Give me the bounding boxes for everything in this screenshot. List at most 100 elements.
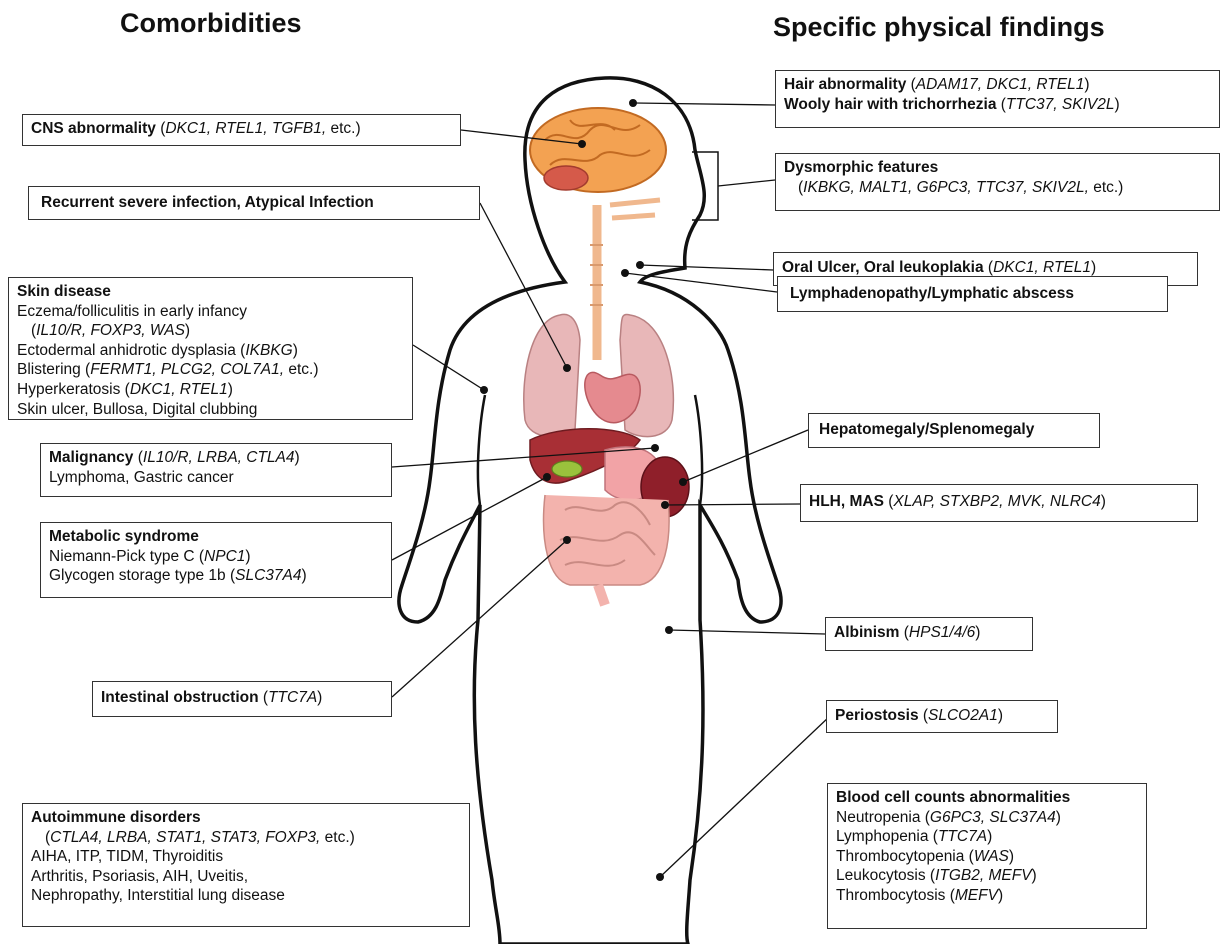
autoimmune-disorders-box: Autoimmune disorders (CTLA4, LRBA, STAT1… bbox=[22, 803, 470, 927]
paren: ( bbox=[133, 449, 142, 466]
intestinal-genes: TTC7A bbox=[268, 689, 317, 706]
paren: ( bbox=[899, 624, 908, 641]
gallbladder-illustration bbox=[552, 461, 582, 477]
lymph-title: Lymphadenopathy/Lymphatic abscess bbox=[786, 281, 1159, 304]
paren: ) bbox=[1084, 76, 1089, 93]
metabolic-genes: NPC1 bbox=[204, 548, 245, 565]
brain-illustration bbox=[530, 108, 666, 192]
paren: ) bbox=[228, 381, 233, 398]
oral-title: Oral Ulcer, Oral leukoplakia bbox=[782, 259, 984, 276]
blood-line: Leukocytosis ( bbox=[836, 867, 935, 884]
skin-line: Ectodermal anhidrotic dysplasia ( bbox=[17, 342, 245, 359]
paren: etc.) bbox=[284, 361, 318, 378]
dysmorphic-features-box: Dysmorphic features (IKBKG, MALT1, G6PC3… bbox=[775, 153, 1220, 211]
albinism-title: Albinism bbox=[834, 624, 899, 641]
blood-genes: TTC7A bbox=[938, 828, 987, 845]
cns-title: CNS abnormality bbox=[31, 120, 156, 137]
autoimmune-line: Arthritis, Psoriasis, AIH, Uveitis, bbox=[31, 867, 461, 887]
paren: ) bbox=[987, 828, 992, 845]
autoimmune-title: Autoimmune disorders bbox=[31, 808, 461, 828]
malignancy-line: Lymphoma, Gastric cancer bbox=[49, 468, 383, 488]
malignancy-box: Malignancy (IL10/R, LRBA, CTLA4) Lymphom… bbox=[40, 443, 392, 497]
malignancy-title: Malignancy bbox=[49, 449, 133, 466]
skin-genes: IL10/R, FOXP3, WAS bbox=[36, 322, 185, 339]
skin-title: Skin disease bbox=[17, 282, 404, 302]
paren: etc.) bbox=[320, 829, 354, 846]
hair-title: Hair abnormality bbox=[784, 76, 906, 93]
paren: ) bbox=[293, 342, 298, 359]
blood-genes: G6PC3, SLC37A4 bbox=[930, 809, 1056, 826]
skin-genes: FERMT1, PLCG2, COL7A1, bbox=[90, 361, 284, 378]
albinism-box: Albinism (HPS1/4/6) bbox=[825, 617, 1033, 651]
paren: ) bbox=[317, 689, 322, 706]
skin-disease-box: Skin disease Eczema/folliculitis in earl… bbox=[8, 277, 413, 420]
autoimmune-line: Nephropathy, Interstitial lung disease bbox=[31, 886, 461, 906]
paren: ( bbox=[884, 493, 893, 510]
paren: ) bbox=[301, 567, 306, 584]
periostosis-title: Periostosis bbox=[835, 707, 919, 724]
oral-genes: DKC1, RTEL1 bbox=[993, 259, 1091, 276]
paren: ) bbox=[295, 449, 300, 466]
paren: ) bbox=[1056, 809, 1061, 826]
skin-line: Skin ulcer, Bullosa, Digital clubbing bbox=[17, 400, 404, 420]
hepato-title: Hepatomegaly/Splenomegaly bbox=[817, 418, 1091, 440]
skin-genes: IKBKG bbox=[245, 342, 292, 359]
metabolic-syndrome-box: Metabolic syndrome Niemann-Pick type C (… bbox=[40, 522, 392, 598]
autoimmune-genes: CTLA4, LRBA, STAT1, STAT3, FOXP3, bbox=[50, 829, 320, 846]
paren: ( bbox=[996, 96, 1005, 113]
albinism-genes: HPS1/4/6 bbox=[909, 624, 975, 641]
paren: ) bbox=[975, 624, 980, 641]
hlh-mas-box: HLH, MAS (XLAP, STXBP2, MVK, NLRC4) bbox=[800, 484, 1198, 522]
blood-genes: WAS bbox=[974, 848, 1009, 865]
wooly-hair-genes: TTC37, SKIV2L bbox=[1006, 96, 1115, 113]
paren: ( bbox=[259, 689, 268, 706]
blood-title: Blood cell counts abnormalities bbox=[836, 788, 1138, 808]
paren: ( bbox=[919, 707, 928, 724]
malignancy-genes: IL10/R, LRBA, CTLA4 bbox=[143, 449, 295, 466]
blood-line: Thrombocytopenia ( bbox=[836, 848, 974, 865]
intestines-illustration bbox=[544, 495, 669, 605]
infection-title: Recurrent severe infection, Atypical Inf… bbox=[37, 191, 471, 213]
cns-genes: DKC1, RTEL1, TGFB1, bbox=[165, 120, 326, 137]
paren: ) bbox=[185, 322, 190, 339]
hepatomegaly-box: Hepatomegaly/Splenomegaly bbox=[808, 413, 1100, 448]
blood-line: Neutropenia ( bbox=[836, 809, 930, 826]
paren: ) bbox=[998, 707, 1003, 724]
paren: etc.) bbox=[326, 120, 360, 137]
cns-abnormality-box: CNS abnormality (DKC1, RTEL1, TGFB1, etc… bbox=[22, 114, 461, 146]
skin-line: Hyperkeratosis ( bbox=[17, 381, 130, 398]
wooly-hair-title: Wooly hair with trichorrhezia bbox=[784, 96, 996, 113]
lymphadenopathy-box: Lymphadenopathy/Lymphatic abscess bbox=[777, 276, 1168, 312]
paren: ( bbox=[984, 259, 993, 276]
paren: ( bbox=[156, 120, 165, 137]
infection-box: Recurrent severe infection, Atypical Inf… bbox=[28, 186, 480, 220]
dysmorphic-title: Dysmorphic features bbox=[784, 158, 1211, 178]
hair-abnormality-box: Hair abnormality ( ADAM17, DKC1, RTEL1) W… bbox=[775, 70, 1220, 128]
blood-genes: ITGB2, MEFV bbox=[935, 867, 1031, 884]
paren: ) bbox=[245, 548, 250, 565]
paren: ) bbox=[1032, 867, 1037, 884]
paren: ) bbox=[998, 887, 1003, 904]
hair-genes: ADAM17, DKC1, RTEL1 bbox=[916, 76, 1085, 93]
blood-cell-counts-box: Blood cell counts abnormalities Neutrope… bbox=[827, 783, 1147, 929]
paren: ) bbox=[1101, 493, 1106, 510]
hlh-genes: XLAP, STXBP2, MVK, NLRC4 bbox=[893, 493, 1100, 510]
paren: ) bbox=[1009, 848, 1014, 865]
skin-line: Eczema/folliculitis in early infancy bbox=[17, 302, 404, 322]
blood-line: Thrombocytosis ( bbox=[836, 887, 955, 904]
periostosis-box: Periostosis (SLCO2A1) bbox=[826, 700, 1058, 733]
paren: ) bbox=[1114, 96, 1119, 113]
intestinal-obstruction-box: Intestinal obstruction (TTC7A) bbox=[92, 681, 392, 717]
skin-genes: DKC1, RTEL1 bbox=[130, 381, 228, 398]
periostosis-genes: SLCO2A1 bbox=[928, 707, 998, 724]
metabolic-line: Niemann-Pick type C ( bbox=[49, 548, 204, 565]
skin-line: Blistering ( bbox=[17, 361, 90, 378]
intestinal-title: Intestinal obstruction bbox=[101, 689, 259, 706]
metabolic-line: Glycogen storage type 1b ( bbox=[49, 567, 235, 584]
hlh-title: HLH, MAS bbox=[809, 493, 884, 510]
autoimmune-line: AIHA, ITP, TIDM, Thyroiditis bbox=[31, 847, 461, 867]
dysmorphic-genes: IKBKG, MALT1, G6PC3, TTC37, SKIV2L, bbox=[803, 179, 1089, 196]
metabolic-genes: SLC37A4 bbox=[235, 567, 301, 584]
blood-line: Lymphopenia ( bbox=[836, 828, 938, 845]
metabolic-title: Metabolic syndrome bbox=[49, 527, 383, 547]
